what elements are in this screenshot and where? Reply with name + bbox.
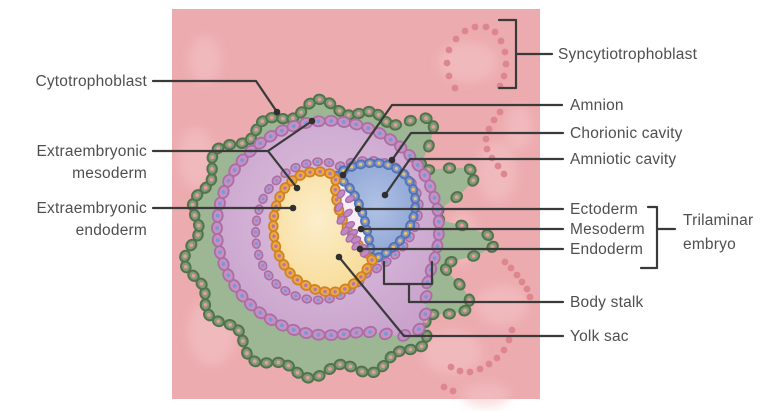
label-chorionic-cavity: Chorionic cavity (570, 125, 683, 142)
syncytiotrophoblast-dots (440, 23, 534, 395)
embryonic-mesoderm-cells (334, 189, 370, 258)
brackets (382, 18, 677, 304)
label-amnion: Amnion (570, 97, 624, 114)
decidua-light-patches (178, 36, 533, 407)
label-endoderm: Endoderm (570, 241, 643, 258)
label-yolk-sac: Yolk sac (570, 328, 629, 345)
label-ectoderm: Ectoderm (570, 201, 638, 218)
extraembryonic-mesoderm-ring (211, 114, 445, 342)
leader-lines (151, 79, 565, 338)
label-amniotic-cavity: Amniotic cavity (570, 151, 676, 168)
label-mesoderm: Mesoderm (570, 221, 645, 238)
amniotic-cavity (336, 163, 416, 260)
embryonic-disc (335, 176, 372, 260)
amnion-cells (330, 158, 421, 264)
label-cytotrophoblast: Cytotrophoblast (35, 73, 147, 90)
label-syncytiotrophoblast: Syncytiotrophoblast (558, 46, 698, 63)
yolk-sac (273, 171, 372, 293)
leader-dots (273, 108, 396, 261)
label-body-stalk: Body stalk (570, 294, 644, 311)
